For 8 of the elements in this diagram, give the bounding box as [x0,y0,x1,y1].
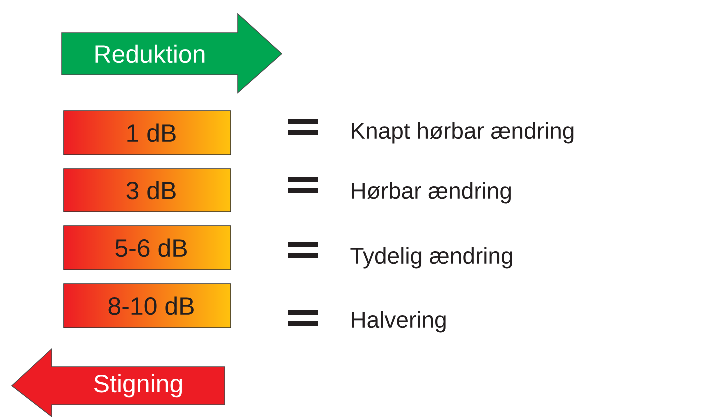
level-box: 3 dB [64,168,232,212]
level-box: 5-6 dB [64,226,232,270]
description-text: Tydelig ændring [350,247,512,269]
description-text: Hørbar ændring [352,182,511,204]
description-text: Halvering [352,311,446,333]
description-text: Knapt hørbar ændring [352,122,574,144]
level-box: 1 dB [64,110,232,156]
level-box: 8-10 dB [64,284,232,328]
